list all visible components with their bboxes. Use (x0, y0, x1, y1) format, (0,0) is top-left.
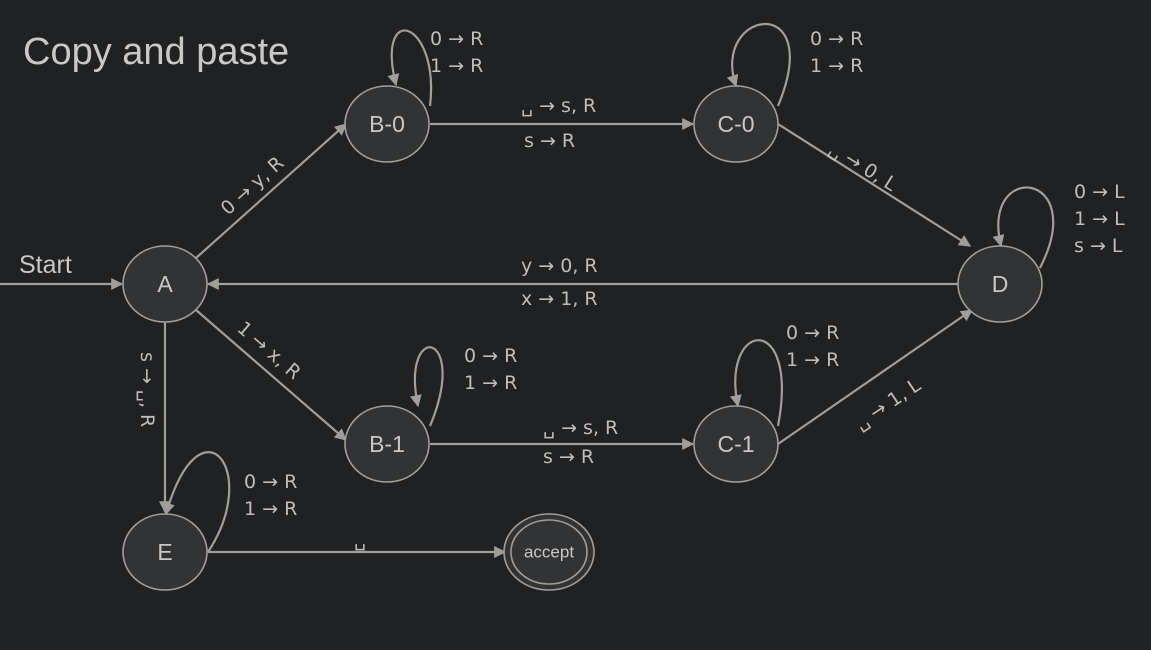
loop-b0-label-0: 0 → R (430, 28, 483, 50)
loop-b1-label-0: 0 → R (464, 345, 517, 367)
node-e: E (122, 513, 208, 591)
edge-b0-c0-label-1: s → R (524, 130, 575, 152)
node-d: D (957, 245, 1043, 323)
node-b0-label: B-0 (369, 111, 405, 137)
loop-c1-label-0: 0 → R (786, 322, 839, 344)
node-e-label: E (157, 539, 172, 565)
edge-c0-d (777, 123, 972, 247)
loop-e-label-1: 1 → R (244, 498, 297, 520)
edge-c1-d-label: ␣ → 1, L (850, 374, 925, 434)
loop-c1-label-1: 1 → R (786, 349, 839, 371)
loop-d (992, 186, 1055, 269)
loop-b1-label-1: 1 → R (464, 372, 517, 394)
loop-e-label-0: 0 → R (244, 471, 297, 493)
edge-e-accept-label: ␣ (354, 529, 366, 551)
start-label: Start (19, 251, 72, 279)
edge-b1-c1-label-1: s → R (543, 446, 594, 468)
edge-d-a-label-0: y → 0, R (521, 255, 598, 277)
node-b1: B-1 (344, 405, 430, 483)
node-a: A (122, 245, 208, 323)
node-c0: C-0 (693, 85, 779, 163)
loop-c0-label-0: 0 → R (810, 28, 863, 50)
node-b1-label: B-1 (369, 431, 405, 457)
node-b0: B-0 (344, 85, 430, 163)
diagram-title: Copy and paste (23, 31, 289, 73)
edge-a-b1 (195, 309, 347, 441)
loop-d-label-0: 0 → L (1074, 181, 1125, 203)
loop-c0-label-1: 1 → R (810, 55, 863, 77)
node-c1-label: C-1 (717, 431, 754, 457)
edge-d-a-label-1: x → 1, R (521, 288, 598, 310)
node-a-label: A (157, 271, 173, 297)
loop-c0 (726, 22, 791, 107)
edge-c0-d-label: ␣ → 0, L (825, 138, 900, 197)
edge-a-e-label: s → ␣, R (136, 352, 158, 427)
loop-b1 (409, 346, 444, 427)
edge-c1-d (777, 309, 973, 445)
edge-b1-c1-label-0: ␣ → s, R (543, 417, 618, 439)
node-accept: accept (503, 513, 595, 591)
edge-b0-c0-label-0: ␣ → s, R (521, 95, 596, 117)
node-c1: C-1 (693, 405, 779, 483)
loop-d-label-2: s → L (1074, 235, 1123, 257)
loop-e (163, 451, 231, 553)
loop-b0 (387, 29, 433, 107)
node-accept-label: accept (524, 543, 574, 562)
loop-d-label-1: 1 → L (1074, 208, 1125, 230)
edge-a-b0 (195, 123, 347, 259)
loop-b0-label-1: 1 → R (430, 55, 483, 77)
node-c0-label: C-0 (717, 111, 754, 137)
loop-c1 (729, 339, 783, 427)
node-d-label: D (992, 271, 1009, 297)
